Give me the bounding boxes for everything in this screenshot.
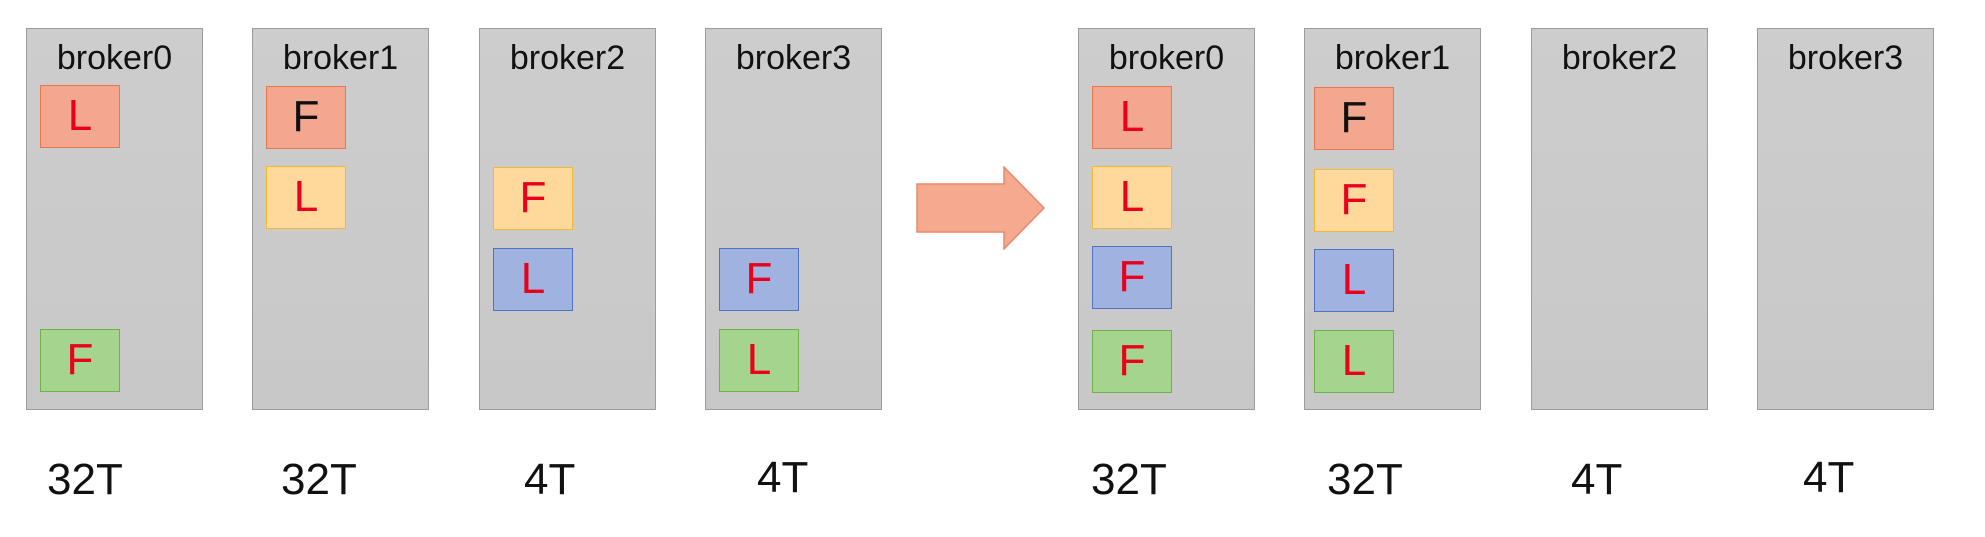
broker-capacity-label: 32T [1091, 455, 1167, 504]
broker-box-broker1-right: broker1 F F L L [1304, 28, 1481, 410]
broker-name: broker1 [282, 39, 399, 77]
broker-name: broker1 [1334, 39, 1451, 77]
broker-box-broker3-right: broker3 [1757, 28, 1934, 410]
replica-partition: F [1092, 330, 1172, 393]
broker-capacity-label: 4T [757, 453, 809, 502]
arrow-shape [916, 166, 1046, 250]
replica-partition: L [40, 85, 120, 148]
broker-box-broker3-left: broker3 F L [705, 28, 882, 410]
replica-partition: L [266, 166, 346, 229]
broker-box-broker2-left: broker2 F L [479, 28, 656, 410]
broker-name: broker2 [1561, 39, 1678, 77]
broker-name: broker2 [509, 39, 626, 77]
broker-box-broker0-right: broker0 L L F F [1078, 28, 1255, 410]
broker-capacity-label: 4T [524, 455, 576, 504]
replica-partition: L [719, 329, 799, 392]
broker-box-broker0-left: broker0 L F [26, 28, 203, 410]
broker-box-broker2-right: broker2 [1531, 28, 1708, 410]
broker-box-broker1-left: broker1 F L [252, 28, 429, 410]
replica-partition: F [1314, 87, 1394, 150]
replica-partition: L [1092, 86, 1172, 149]
replica-partition: L [1092, 166, 1172, 229]
replica-partition: F [266, 86, 346, 149]
broker-name: broker3 [735, 39, 852, 77]
broker-name: broker0 [1108, 39, 1225, 77]
broker-capacity-label: 4T [1803, 453, 1855, 502]
replica-partition: F [1092, 246, 1172, 309]
broker-name: broker3 [1787, 39, 1904, 77]
replica-partition: L [493, 248, 573, 311]
replica-partition: F [719, 248, 799, 311]
replica-partition: L [1314, 330, 1394, 393]
replica-partition: F [40, 329, 120, 392]
broker-capacity-label: 4T [1571, 455, 1623, 504]
broker-capacity-label: 32T [281, 455, 357, 504]
replica-partition: L [1314, 249, 1394, 312]
broker-name: broker0 [56, 39, 173, 77]
replica-partition: F [1314, 169, 1394, 232]
broker-capacity-label: 32T [1327, 455, 1403, 504]
broker-capacity-label: 32T [47, 455, 123, 504]
replica-partition: F [493, 167, 573, 230]
rebalance-arrow-icon [916, 166, 1046, 250]
